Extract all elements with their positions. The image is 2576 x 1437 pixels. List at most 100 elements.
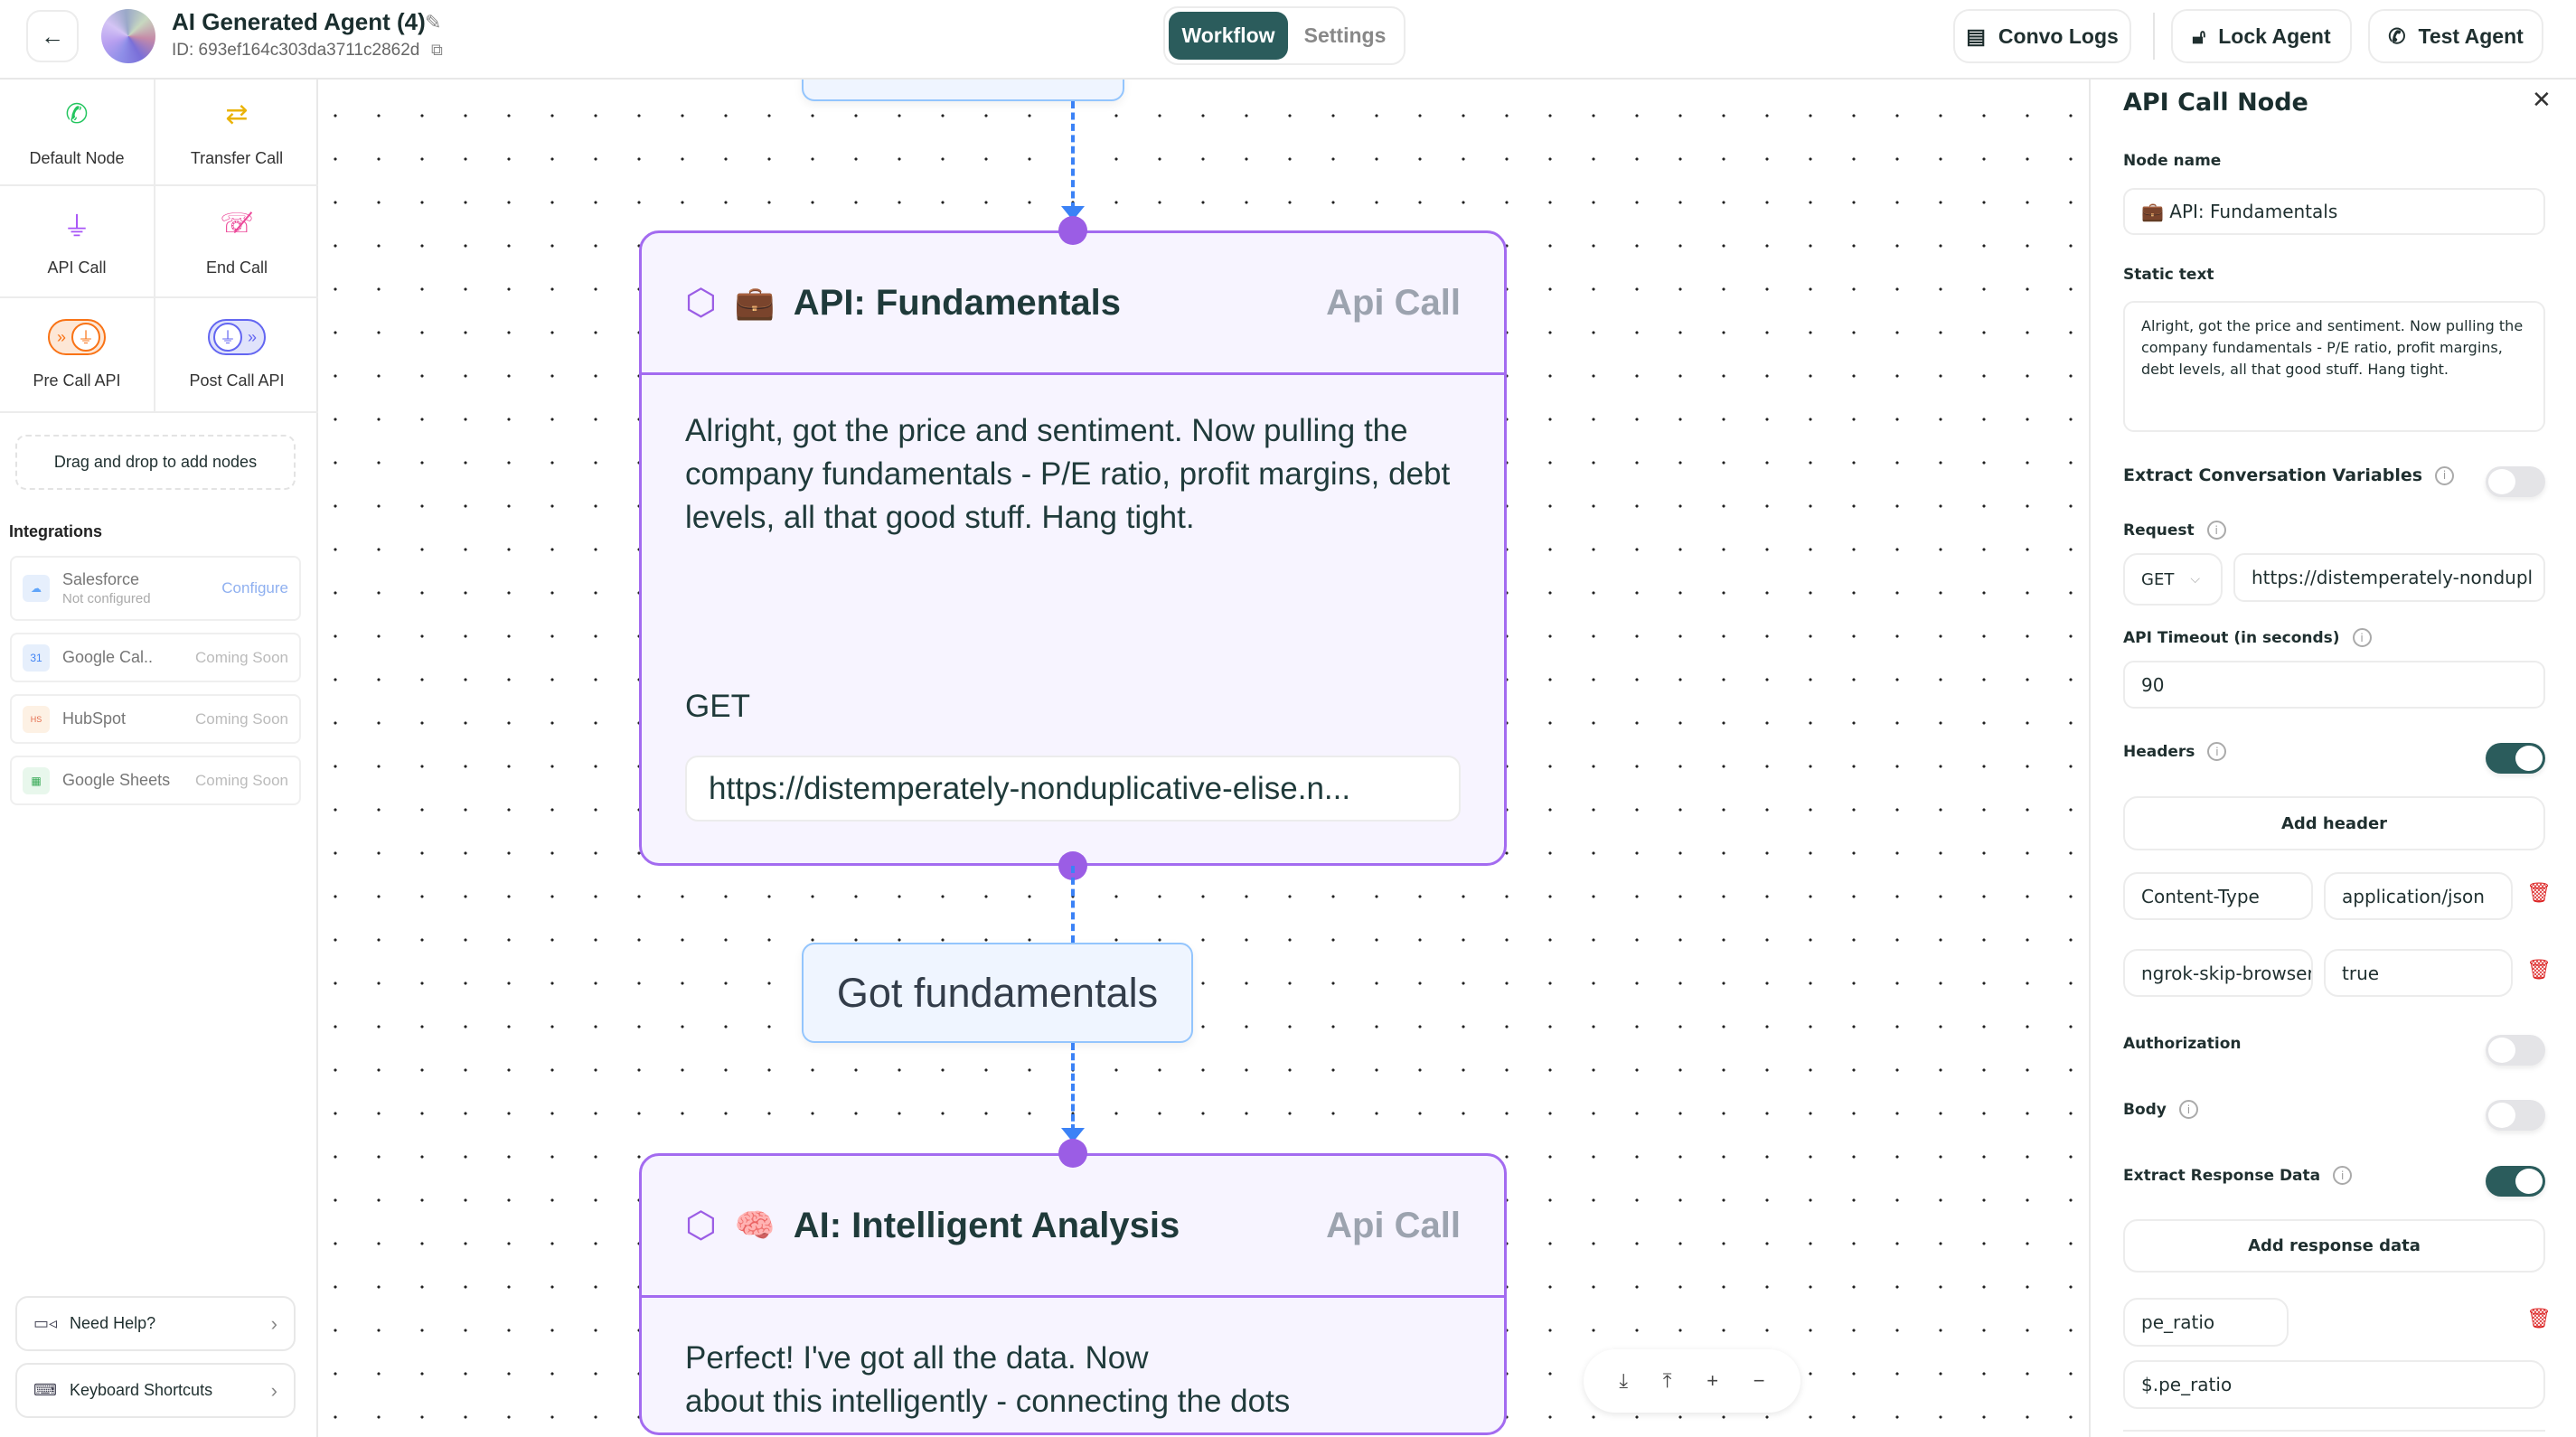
extract-response-toggle[interactable] xyxy=(2486,1166,2545,1197)
google-sheets-logo-icon: ▦ xyxy=(23,766,50,794)
response-name-input[interactable]: pe_ratio xyxy=(2123,1298,2289,1347)
node-input-handle[interactable] xyxy=(1058,1139,1087,1168)
header-key-input[interactable]: Content-Type xyxy=(2123,872,2313,920)
node-tile-pre-call-api[interactable]: »⏚ Pre Call API xyxy=(0,298,155,413)
node-url: https://distemperately-nonduplicative-el… xyxy=(685,756,1461,822)
node-tile-api-call[interactable]: ⏚API Call xyxy=(0,186,155,298)
test-agent-button[interactable]: ✆Test Agent xyxy=(2368,9,2543,63)
node-tile-end-call[interactable]: ☏̸End Call xyxy=(155,186,318,298)
node-title: AI: Intelligent Analysis xyxy=(793,1205,1180,1245)
integrations-title: Integrations xyxy=(9,522,103,540)
authorization-toggle[interactable] xyxy=(2486,1035,2545,1066)
integration-name: Salesforce xyxy=(62,570,140,588)
keyboard-shortcuts-button[interactable]: ⌨Keyboard Shortcuts› xyxy=(15,1363,296,1418)
lock-agent-button[interactable]: 🔓︎Lock Agent xyxy=(2171,9,2352,63)
tile-label: Default Node xyxy=(29,148,125,167)
divider xyxy=(2153,13,2155,60)
node-input-handle[interactable] xyxy=(1058,216,1087,245)
download-icon[interactable]: ⤓ xyxy=(1619,1369,1629,1392)
edge-label-got-fundamentals[interactable]: Got fundamentals xyxy=(802,943,1193,1043)
trash-icon[interactable]: 🗑︎ xyxy=(2526,959,2552,981)
body-label: Body xyxy=(2123,1100,2167,1119)
tab-workflow[interactable]: Workflow xyxy=(1169,12,1288,60)
pre-call-icon: »⏚ xyxy=(47,319,106,355)
info-icon: i xyxy=(2207,742,2227,761)
configure-link[interactable]: Configure xyxy=(221,579,288,596)
node-tile-post-call-api[interactable]: ⏚»Post Call API xyxy=(155,298,318,413)
workflow-canvas[interactable]: ⬡ 💼 API: Fundamentals Api Call Alright, … xyxy=(318,80,2089,1437)
node-type: Api Call xyxy=(1326,282,1461,323)
edit-icon[interactable]: ✎ xyxy=(425,11,442,33)
copy-icon[interactable]: ⧉ xyxy=(431,41,443,59)
coming-soon-label: Coming Soon xyxy=(194,648,288,666)
integration-status: Not configured xyxy=(62,591,151,606)
trash-icon[interactable]: 🗑︎ xyxy=(2526,882,2552,905)
authorization-label: Authorization xyxy=(2123,1035,2242,1053)
tab-settings[interactable]: Settings xyxy=(1303,23,1387,47)
edge-dashed xyxy=(1071,101,1075,210)
integration-google-calendar: 31 Google Cal.. Coming Soon xyxy=(10,633,301,682)
static-text-textarea[interactable]: Alright, got the price and sentiment. No… xyxy=(2123,301,2545,432)
panel-title: API Call Node xyxy=(2123,89,2308,117)
transfer-icon: ⇄ xyxy=(225,99,249,129)
upload-icon[interactable]: ⤒ xyxy=(1662,1369,1672,1392)
previous-edge-label[interactable] xyxy=(802,80,1124,101)
headers-toggle[interactable] xyxy=(2486,743,2545,774)
method-value: GET xyxy=(2141,569,2175,589)
api-node-intelligent-analysis[interactable]: ⬡ 🧠 AI: Intelligent Analysis Api Call Pe… xyxy=(639,1153,1507,1435)
edge-dashed xyxy=(1071,866,1075,943)
request-label: Request xyxy=(2123,521,2195,540)
agent-avatar xyxy=(101,9,155,63)
header-value-input[interactable]: true xyxy=(2324,949,2513,997)
keyboard-shortcuts-label: Keyboard Shortcuts xyxy=(69,1381,213,1399)
zoom-in-icon[interactable]: + xyxy=(1706,1369,1719,1392)
response-path-input[interactable]: $.pe_ratio xyxy=(2123,1360,2545,1409)
node-tile-default[interactable]: ✆Default Node xyxy=(0,80,155,186)
info-icon: i xyxy=(2178,1100,2198,1119)
extract-vars-toggle[interactable] xyxy=(2486,466,2545,497)
node-text: Alright, got the price and sentiment. No… xyxy=(685,413,1451,535)
api-node-fundamentals[interactable]: ⬡ 💼 API: Fundamentals Api Call Alright, … xyxy=(639,230,1507,866)
integration-name: Google Sheets xyxy=(62,771,171,789)
static-text-label: Static text xyxy=(2123,266,2214,284)
unlock-icon: 🔓︎ xyxy=(2192,23,2206,48)
info-icon: i xyxy=(2435,465,2455,485)
body-toggle[interactable] xyxy=(2486,1100,2545,1131)
back-button[interactable]: ← xyxy=(26,10,79,62)
need-help-button[interactable]: ▭◃Need Help?› xyxy=(15,1296,296,1351)
integration-name: HubSpot xyxy=(62,709,127,728)
agent-title: AI Generated Agent (4) xyxy=(172,8,426,35)
info-icon: i xyxy=(2352,628,2372,647)
need-help-label: Need Help? xyxy=(70,1314,156,1332)
url-input[interactable]: https://distemperately-nondupl xyxy=(2233,553,2545,602)
node-header: ⬡ 🧠 AI: Intelligent Analysis Api Call xyxy=(642,1156,1504,1298)
timeout-input[interactable]: 90 xyxy=(2123,661,2545,709)
trash-icon[interactable]: 🗑︎ xyxy=(2526,1308,2552,1330)
add-header-button[interactable]: Add header xyxy=(2123,796,2545,850)
node-name-label: Node name xyxy=(2123,152,2222,170)
coming-soon-label: Coming Soon xyxy=(194,771,288,789)
header-value-input[interactable]: application/json xyxy=(2324,872,2513,920)
timeout-label: API Timeout (in seconds) xyxy=(2123,628,2340,647)
zoom-out-icon[interactable]: − xyxy=(1753,1369,1765,1392)
timeout-row: API Timeout (in seconds) i xyxy=(2123,628,2372,647)
node-name-input[interactable]: 💼 API: Fundamentals xyxy=(2123,188,2545,235)
chevron-right-icon: › xyxy=(270,1378,277,1402)
phone-call-icon: ✆ xyxy=(2388,23,2406,48)
tile-label: End Call xyxy=(205,258,268,277)
method-select[interactable]: GET⌵ xyxy=(2123,553,2223,606)
post-call-icon: ⏚» xyxy=(207,319,266,355)
add-response-data-button[interactable]: Add response data xyxy=(2123,1219,2545,1273)
convo-logs-button[interactable]: ▤Convo Logs xyxy=(1953,9,2131,63)
salesforce-logo-icon: ☁ xyxy=(23,575,50,602)
agent-id: ID: 693ef164c303da3711c2862d xyxy=(172,41,420,60)
close-icon[interactable]: ✕ xyxy=(2532,87,2552,114)
node-tile-transfer[interactable]: ⇄Transfer Call xyxy=(155,80,318,186)
extract-response-label: Extract Response Data xyxy=(2123,1166,2321,1185)
header-key-input[interactable]: ngrok-skip-browser-warning xyxy=(2123,949,2313,997)
tile-label: Pre Call API xyxy=(33,371,121,390)
